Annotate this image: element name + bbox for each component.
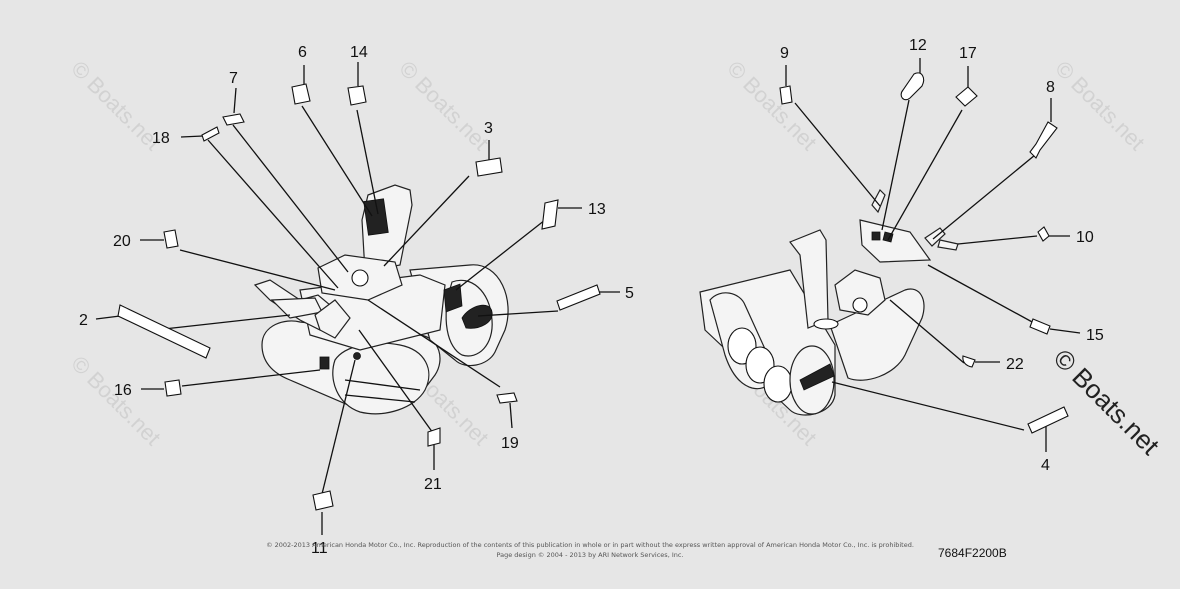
watermarks: © Boats.net © Boats.net © Boats.net © Bo… xyxy=(66,56,1149,450)
decal-5 xyxy=(556,284,601,311)
watermark-text: © Boats.net xyxy=(1050,56,1149,155)
callout-5: 5 xyxy=(625,285,634,302)
copyright-line: © 2002-2013 American Honda Motor Co., In… xyxy=(266,541,914,549)
decal-6 xyxy=(291,83,311,105)
callout-3: 3 xyxy=(484,120,493,137)
decal-9 xyxy=(779,85,793,105)
page-design-line: Page design © 2004 - 2013 by ARI Network… xyxy=(496,551,683,559)
decal-13 xyxy=(541,199,559,230)
callout-ticks xyxy=(95,58,1081,535)
decal-3 xyxy=(475,157,503,177)
decal-8 xyxy=(1029,121,1058,159)
callout-18: 18 xyxy=(152,130,170,147)
decal-10 xyxy=(1037,226,1050,242)
callout-2: 2 xyxy=(79,312,88,329)
decal-11 xyxy=(312,490,334,511)
callout-22: 22 xyxy=(1006,356,1024,373)
callout-6: 6 xyxy=(298,44,307,61)
callout-4: 4 xyxy=(1041,457,1050,474)
callout-14: 14 xyxy=(350,44,368,61)
decal-21 xyxy=(427,427,441,447)
callout-9: 9 xyxy=(780,45,789,62)
decal-17 xyxy=(955,86,978,107)
callout-8: 8 xyxy=(1046,79,1055,96)
decal-4 xyxy=(1027,406,1069,434)
decal-12 xyxy=(900,72,925,101)
decal-22 xyxy=(962,355,976,368)
callout-21: 21 xyxy=(424,476,442,493)
callout-10: 10 xyxy=(1076,229,1094,246)
decal-2 xyxy=(117,304,211,359)
decal-18 xyxy=(201,126,220,142)
decal-15 xyxy=(1029,318,1051,335)
watermark-text: © Boats.net xyxy=(66,56,165,155)
snowblower-rear-view xyxy=(253,184,509,415)
decal-19 xyxy=(496,392,518,404)
callout-17: 17 xyxy=(959,45,977,62)
callout-16: 16 xyxy=(114,382,132,399)
boats-net-watermark: © Boats.net xyxy=(1048,343,1166,461)
callout-numbers: 6 14 7 18 3 13 20 5 2 16 19 21 11 9 12 1… xyxy=(79,37,1104,557)
decal-16 xyxy=(164,379,182,397)
label-parts xyxy=(117,72,1069,511)
decal-14 xyxy=(347,85,367,106)
callout-7: 7 xyxy=(229,70,238,87)
callout-20: 20 xyxy=(113,233,131,250)
decal-20 xyxy=(163,229,179,249)
watermark-text: © Boats.net xyxy=(394,56,493,155)
callout-19: 19 xyxy=(501,435,519,452)
watermark-text: © Boats.net xyxy=(722,56,821,155)
watermark-text: © Boats.net xyxy=(66,351,165,450)
callout-12: 12 xyxy=(909,37,927,54)
callout-11: 11 xyxy=(311,540,328,557)
callout-15: 15 xyxy=(1086,327,1104,344)
callout-13: 13 xyxy=(588,201,606,218)
decal-7 xyxy=(222,113,245,126)
diagram-code: 7684F2200B xyxy=(938,546,1007,560)
footer: © 2002-2013 American Honda Motor Co., In… xyxy=(266,541,1007,560)
snowblower-front-view xyxy=(699,189,959,416)
leader-lines xyxy=(154,99,1038,495)
